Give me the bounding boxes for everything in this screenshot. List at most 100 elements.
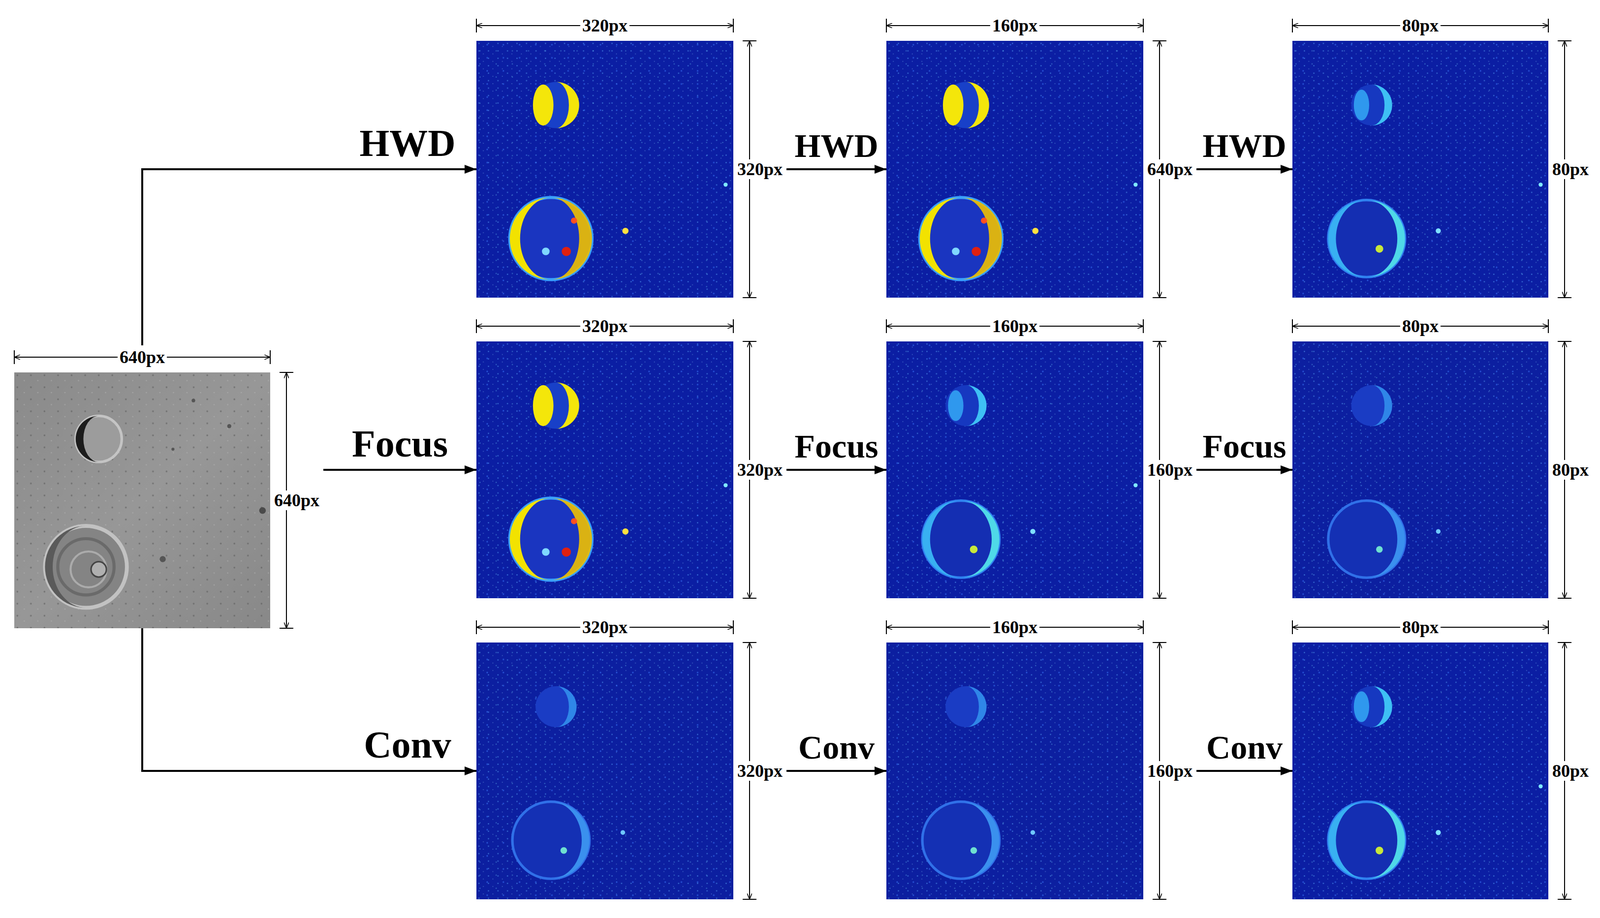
lunar-image	[14, 372, 271, 629]
dimension-lines	[886, 620, 1167, 900]
dimension-lines	[14, 350, 294, 629]
dimension-line	[1152, 297, 1167, 299]
feature-map: 160px 160px	[886, 314, 1197, 599]
heatmap-image	[886, 40, 1144, 298]
heatmap-image	[1292, 341, 1549, 599]
dimension-lines	[476, 18, 757, 298]
height-label: 640px	[272, 490, 322, 511]
dimension-lines	[886, 319, 1167, 599]
dimension-line	[742, 341, 757, 343]
dimension-line	[1557, 341, 1572, 343]
height-label: 80px	[1550, 761, 1591, 782]
operation-label: HWD	[357, 124, 458, 163]
operation-label: Conv	[796, 730, 877, 765]
heatmap-image	[476, 40, 734, 298]
heatmap-image	[476, 341, 734, 599]
width-label: 160px	[990, 316, 1040, 337]
flow-arrow	[142, 628, 477, 772]
operation-label: Focus	[349, 424, 450, 464]
feature-map: 80px 80px	[1292, 13, 1593, 298]
flow-arrow	[1196, 469, 1293, 471]
width-label: 320px	[580, 617, 630, 638]
heatmap-image	[886, 341, 1144, 599]
dimension-line	[1557, 297, 1572, 299]
flow-arrow	[1196, 770, 1293, 773]
width-label: 80px	[1400, 15, 1441, 36]
width-label: 640px	[117, 347, 167, 368]
height-label: 320px	[735, 159, 785, 180]
dimension-line	[1557, 40, 1572, 42]
feature-map: 320px320px	[476, 13, 787, 298]
dimension-line	[1291, 620, 1293, 635]
dimension-line	[1152, 40, 1167, 42]
dimension-line	[1547, 319, 1549, 334]
width-label: 80px	[1400, 316, 1441, 337]
width-label: 320px	[580, 316, 630, 337]
width-label: 80px	[1400, 617, 1441, 638]
dimension-lines	[886, 18, 1167, 298]
dimension-line	[475, 18, 477, 33]
dimension-line	[279, 627, 294, 629]
width-label: 160px	[990, 15, 1040, 36]
dimension-line	[885, 319, 887, 334]
height-label: 80px	[1550, 460, 1591, 480]
operation-label: HWD	[1200, 128, 1289, 163]
dimension-line	[1152, 899, 1167, 901]
dimension-lines	[476, 620, 757, 900]
dimension-line	[742, 297, 757, 299]
dimension-line	[1142, 18, 1144, 33]
operation-label: Focus	[1200, 429, 1289, 464]
dimension-line	[475, 620, 477, 635]
feature-map: 160px640px	[886, 13, 1197, 298]
dimension-line	[1152, 341, 1167, 343]
dimension-line	[1142, 620, 1144, 635]
flow-arrow	[786, 770, 887, 773]
dimension-line	[1142, 319, 1144, 334]
height-label: 160px	[1145, 761, 1195, 782]
feature-map: 320px 320px	[476, 615, 787, 900]
width-label: 160px	[990, 617, 1040, 638]
heatmap-image	[476, 642, 734, 900]
operation-label: Focus	[792, 429, 881, 464]
dimension-lines	[1292, 319, 1572, 599]
operation-label: Conv	[361, 725, 454, 765]
dimension-line	[279, 372, 294, 374]
dimension-line	[1557, 597, 1572, 599]
feature-map: 320px 320px	[476, 314, 787, 599]
dimension-line	[1557, 642, 1572, 644]
flow-arrow	[142, 169, 477, 346]
dimension-line	[1547, 620, 1549, 635]
height-label: 80px	[1550, 159, 1591, 180]
dimension-line	[732, 319, 734, 334]
height-label: 160px	[1145, 460, 1195, 480]
dimension-line	[1557, 899, 1572, 901]
dimension-lines	[1292, 620, 1572, 900]
dimension-line	[1547, 18, 1549, 33]
dimension-line	[742, 642, 757, 644]
feature-map: 80px 80px	[1292, 615, 1593, 900]
dimension-line	[13, 350, 15, 365]
dimension-lines	[1292, 18, 1572, 298]
dimension-lines	[476, 319, 757, 599]
heatmap-image	[1292, 40, 1549, 298]
feature-map: 160px 160px	[886, 615, 1197, 900]
flow-arrow	[323, 469, 477, 471]
dimension-line	[1152, 597, 1167, 599]
dimension-line	[885, 18, 887, 33]
dimension-line	[1291, 319, 1293, 334]
input-image: 640px 640px	[14, 345, 324, 629]
dimension-line	[742, 597, 757, 599]
heatmap-image	[886, 642, 1144, 900]
dimension-line	[732, 620, 734, 635]
dimension-line	[742, 40, 757, 42]
height-label: 320px	[735, 761, 785, 782]
flow-arrow	[1196, 168, 1293, 171]
operation-label: HWD	[792, 128, 881, 163]
dimension-line	[475, 319, 477, 334]
height-label: 320px	[735, 460, 785, 480]
flow-arrow	[786, 469, 887, 471]
heatmap-image	[1292, 642, 1549, 900]
dimension-line	[742, 899, 757, 901]
dimension-line	[1291, 18, 1293, 33]
